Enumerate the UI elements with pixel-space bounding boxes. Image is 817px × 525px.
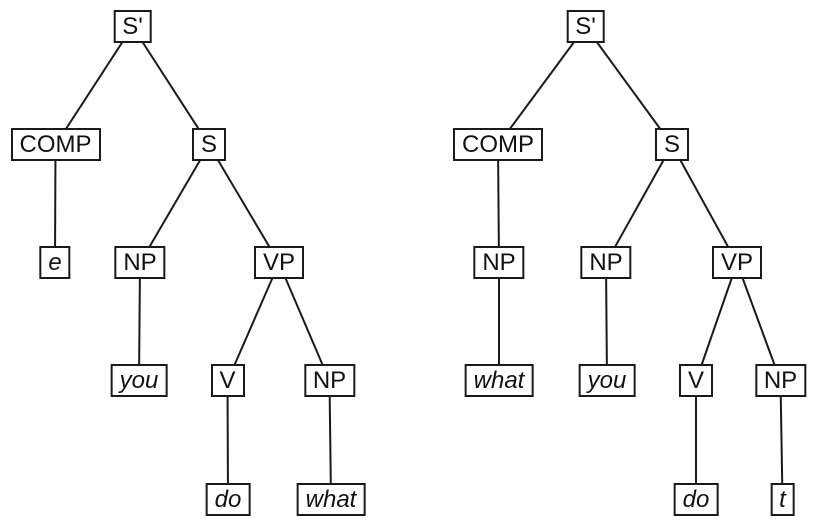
left-tree-node-s: S [191,128,227,161]
right-tree-node-you: you [578,364,636,397]
edge-left-s-np [139,144,210,264]
left-tree-node-you: you [110,364,168,397]
edge-left-vp-np [278,262,331,382]
edge-right-np-t [779,380,784,501]
left-tree-node-s-bar: S' [113,10,152,43]
right-tree-node-np-subject: NP [580,246,632,279]
edge-right-np-you [605,262,608,382]
edge-left-sbar-comp [54,25,134,146]
edge-left-vp-v [226,262,280,382]
left-tree-node-vp: VP [253,246,305,279]
left-tree-node-np-subject: NP [114,246,166,279]
edge-right-vp-np [736,262,782,382]
right-tree-node-t: t [770,483,795,516]
edge-left-v-do [226,380,229,501]
edge-right-vp-v [695,262,738,382]
left-tree-node-v: V [210,364,245,397]
edge-left-s-vp [208,144,280,264]
left-tree-node-np-object: NP [303,364,356,397]
edge-left-comp-e [54,144,57,264]
edge-left-np-what [328,380,332,501]
right-tree-node-do: do [673,483,719,516]
right-tree-node-s-bar: S' [566,10,605,43]
left-tree-node-e: e [39,246,71,279]
right-tree-node-what: what [464,364,534,397]
edge-right-s-np [605,144,673,264]
right-tree-node-np-comp: NP [473,246,525,279]
left-tree-node-do: do [205,483,251,516]
right-tree-node-s: S [654,128,690,161]
edge-left-sbar-s [131,25,210,146]
edge-right-s-vp [671,144,738,264]
right-tree-node-v: V [678,364,714,397]
right-tree-node-np-object: NP [754,364,807,397]
edge-right-comp-np [497,144,500,264]
left-tree-node-what: what [296,483,366,516]
edge-right-sbar-s [584,25,673,146]
left-tree-node-comp: COMP [10,128,101,161]
edge-left-np-you [138,262,141,382]
right-tree-node-vp: VP [711,246,763,279]
right-tree-node-comp: COMP [453,128,543,161]
edge-right-sbar-comp [497,25,587,146]
